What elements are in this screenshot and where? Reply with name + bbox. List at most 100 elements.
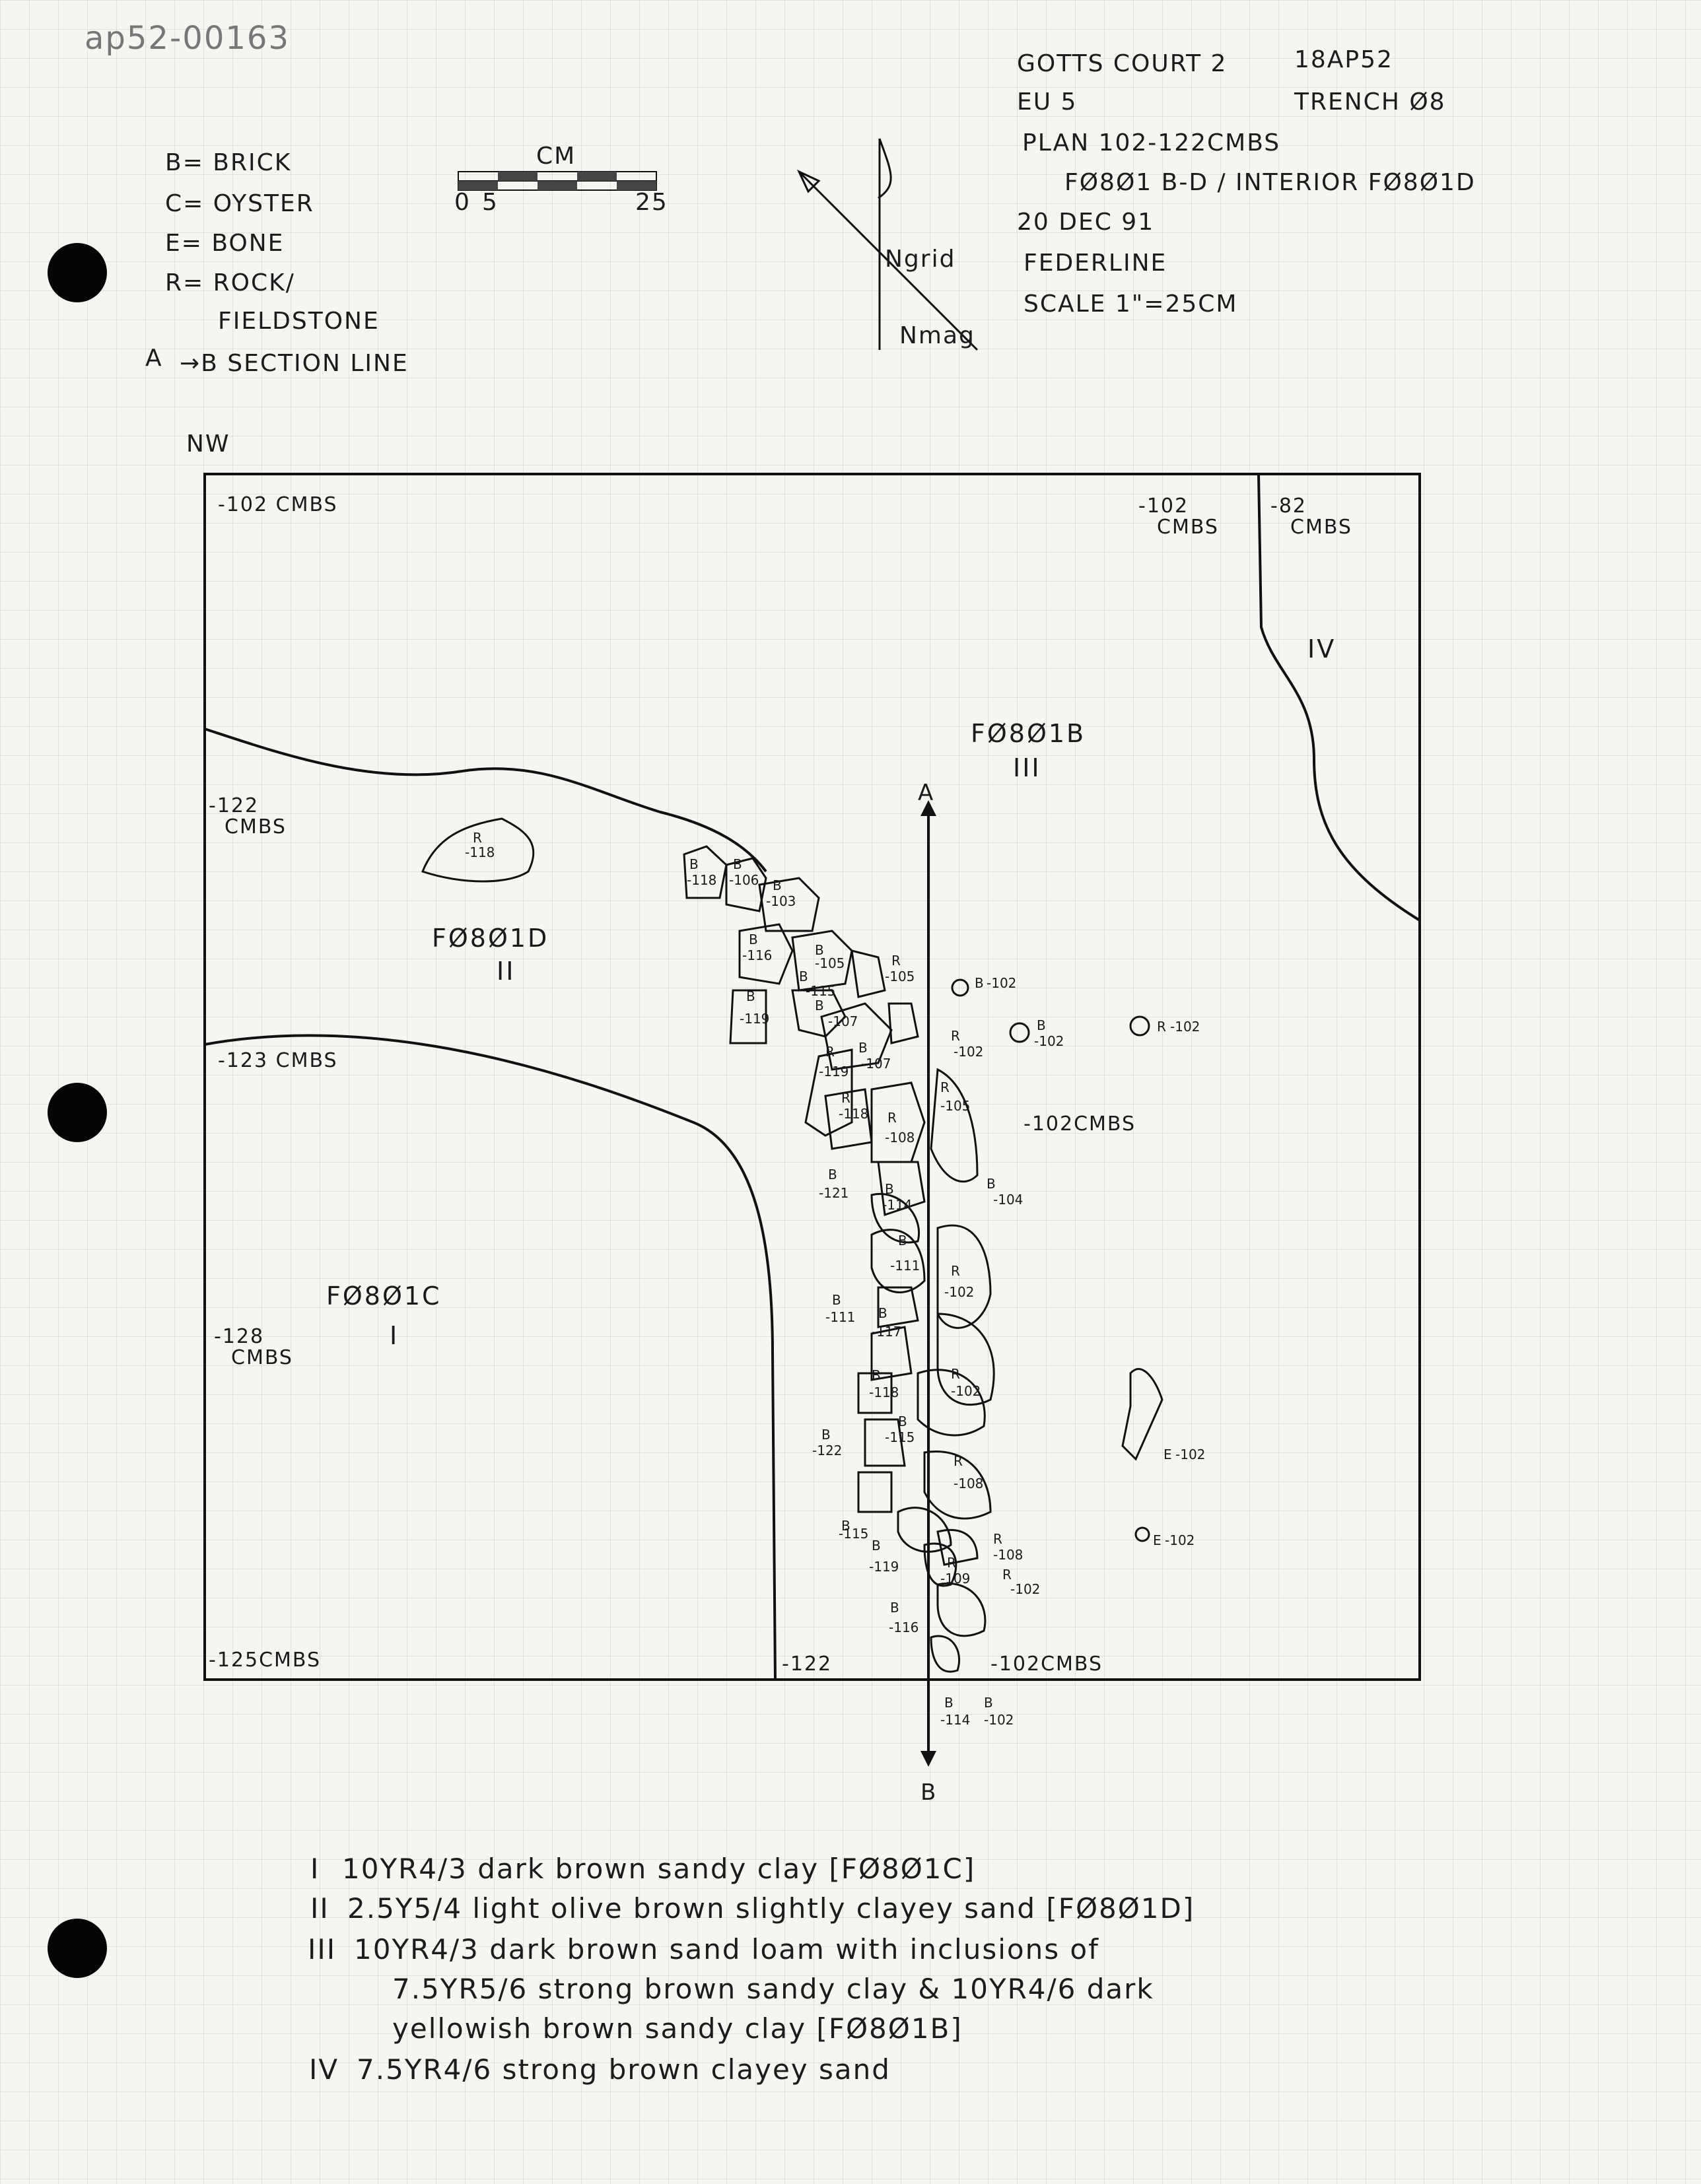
artifact-elev: -119 <box>869 1559 899 1575</box>
artifact-type: R <box>841 1090 850 1106</box>
artifact-type: B <box>821 1427 831 1443</box>
section-end-label: B <box>920 1779 936 1806</box>
soil-key-text: yellowish brown sandy clay [FØ8Ø1B] <box>392 2012 963 2045</box>
plan-depth: PLAN 102-122CMBS <box>1022 129 1281 156</box>
scale-tick-25: 25 <box>635 189 668 216</box>
legend-section-marker: A <box>145 345 163 372</box>
artifact-elev: -108 <box>993 1547 1023 1563</box>
artifact-elev: -108 <box>954 1476 983 1491</box>
scale-bar-graphic <box>458 171 657 191</box>
label-nw-depth: -102 CMBS <box>218 493 338 516</box>
soil-key-text: 10YR4/3 dark brown sandy clay [FØ8Ø1C] <box>342 1853 976 1885</box>
artifact-elev: -102 <box>1175 1447 1205 1462</box>
legend-bone: E= BONE <box>165 230 285 257</box>
artifact-type: R <box>891 953 901 969</box>
artifact-elev: -106 <box>729 872 759 888</box>
artifact-elev: -115 <box>839 1526 868 1542</box>
label-ne-b: -82 <box>1270 495 1307 518</box>
artifact-type: R <box>1157 1019 1166 1035</box>
artifact-elev: -102 <box>1165 1532 1195 1548</box>
artifact-type: B <box>872 1367 881 1383</box>
feature-list: FØ8Ø1 B-D / INTERIOR FØ8Ø1D <box>1064 169 1476 196</box>
artifact-elev: -109 <box>940 1571 970 1587</box>
artifact-elev: -102 <box>1010 1581 1040 1597</box>
artifact-elev: -102 <box>984 1712 1014 1728</box>
legend-oyster: C= OYSTER <box>165 190 314 217</box>
artifact-type: B <box>858 1040 868 1056</box>
artifact-elev: -102 <box>944 1284 974 1300</box>
artifact-type: R <box>951 1263 960 1279</box>
artifact-type: B <box>898 1414 907 1429</box>
label-w1b: CMBS <box>225 815 287 838</box>
artifact-elev: -111 <box>825 1309 855 1325</box>
artifact-elev: -111 <box>890 1258 920 1274</box>
artifact-elev: -115 <box>806 983 835 999</box>
artifact-elev: -104 <box>993 1192 1023 1208</box>
binder-hole-top <box>48 243 107 302</box>
artifact-type: R <box>825 1044 835 1060</box>
artifact-elev: -117 <box>872 1324 901 1340</box>
north-arrow-icon <box>796 138 979 351</box>
magnetic-north-label: Nmag <box>899 322 975 349</box>
artifact-type: B <box>815 998 824 1013</box>
label-s-mid: -122 <box>782 1653 832 1676</box>
legend-section-line: →B SECTION LINE <box>180 350 409 377</box>
artifact-type: B <box>815 942 824 958</box>
trench-number: TRENCH Ø8 <box>1294 88 1446 116</box>
artifact-elev: -102 <box>1170 1019 1200 1035</box>
label-s-right: -102CMBS <box>990 1653 1103 1676</box>
feature-C-id: FØ8Ø1C <box>326 1281 442 1311</box>
recorder-name: FEDERLINE <box>1024 250 1167 277</box>
artifact-type: R <box>473 830 482 846</box>
artifact-type: B <box>975 975 984 991</box>
artifact-elev: -105 <box>815 955 845 971</box>
artifact-type: B <box>841 1518 850 1534</box>
artifact-type: B <box>890 1600 899 1616</box>
label-w3: -128 <box>214 1325 264 1348</box>
feature-C-zone: I <box>390 1321 399 1350</box>
binder-hole-bottom <box>48 1919 107 1978</box>
feature-D-zone: II <box>497 957 515 986</box>
artifact-type: R <box>887 1110 897 1126</box>
artifact-type: B <box>773 877 782 893</box>
boundary-zone-II-III <box>204 728 767 873</box>
artifact-type: B <box>987 1176 996 1192</box>
artifact-elev: -105 <box>940 1098 970 1114</box>
drawing-scale: SCALE 1"=25CM <box>1024 290 1238 318</box>
label-e-mid: -102CMBS <box>1024 1112 1136 1136</box>
scale-tick-0: 0 <box>454 189 471 216</box>
site-name: GOTTS COURT 2 <box>1017 50 1228 77</box>
unit-boundary <box>203 473 1421 1681</box>
artifact-elev: -122 <box>812 1443 842 1458</box>
soil-key-text: 2.5Y5/4 light olive brown slightly claye… <box>347 1892 1195 1925</box>
feature-B-zone: III <box>1013 753 1041 782</box>
artifact-elev: -116 <box>889 1620 919 1635</box>
artifact-elev: -121 <box>819 1185 849 1201</box>
label-ne-b2: CMBS <box>1290 516 1352 539</box>
document-id: ap52-00163 <box>85 20 290 57</box>
artifact-elev: -116 <box>742 947 772 963</box>
soil-key-numeral: III <box>308 1933 337 1965</box>
artifact-type: B <box>799 969 808 984</box>
artifact-type: R <box>947 1555 956 1571</box>
scattered-artifacts <box>951 978 1163 1542</box>
feature-D-id: FØ8Ø1D <box>432 924 549 953</box>
grid-north-label: Ngrid <box>885 246 956 273</box>
artifact-type: B <box>733 856 742 872</box>
plan-orientation: NW <box>186 430 230 458</box>
artifact-type: B <box>749 932 758 947</box>
soil-key-numeral: IV <box>309 2053 339 2086</box>
feature-IV-zone: IV <box>1307 634 1336 664</box>
scale-bar-unit: CM <box>536 143 576 170</box>
artifact-type: B <box>828 1167 837 1182</box>
artifact-type: B <box>872 1538 881 1553</box>
rock-isolated <box>421 817 535 883</box>
soil-key-text: 10YR4/3 dark brown sand loam with inclus… <box>354 1933 1099 1965</box>
boundary-zone-IV <box>1257 473 1421 922</box>
artifact-type: R <box>940 1079 950 1095</box>
section-start-label: A <box>918 780 933 806</box>
legend-brick: B= BRICK <box>165 149 292 176</box>
artifact-elev: -118 <box>869 1384 899 1400</box>
